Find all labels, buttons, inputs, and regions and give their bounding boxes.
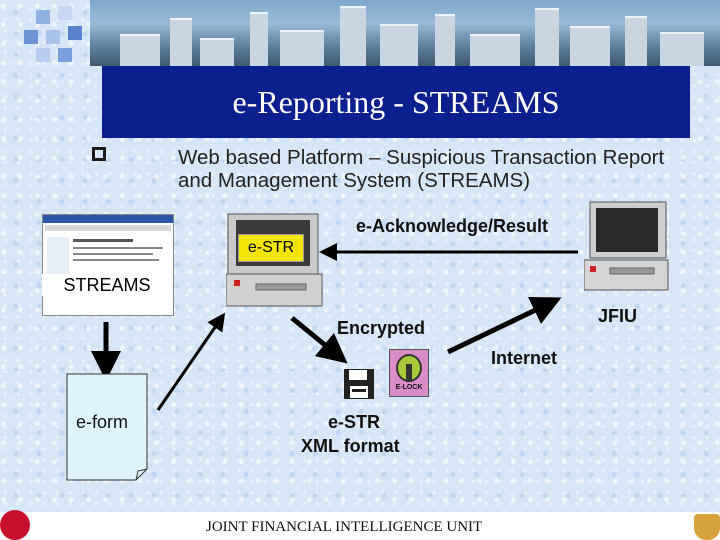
floppy-disk-icon: [344, 369, 374, 399]
encrypted-label: Encrypted: [337, 318, 426, 338]
estr-xml-line1: e-STR: [328, 412, 381, 432]
streams-label: STREAMS: [42, 274, 172, 296]
streams-screenshot: [42, 214, 174, 316]
computer-to-encrypt-arrow: [290, 316, 348, 364]
footer-text: JOINT FINANCIAL INTELLIGENCE UNIT: [206, 519, 483, 535]
e-lock-label: E-LOCK: [395, 384, 423, 391]
hk-emblem-icon: [0, 510, 30, 540]
slide-title: e-Reporting - STREAMS: [232, 84, 560, 120]
bullet-text: Web based Platform – Suspicious Transact…: [178, 146, 665, 192]
corner-pattern: [24, 6, 82, 62]
ack-label: e-Acknowledge/Result: [356, 216, 549, 236]
footer-bar: [0, 512, 720, 540]
estr-xml-line2: XML format: [301, 436, 400, 456]
bullet-square-icon: [92, 147, 106, 161]
internet-label: Internet: [491, 348, 558, 368]
eform-document: [66, 373, 148, 481]
e-lock-icon: E-LOCK: [389, 349, 429, 397]
estr-box: e-STR: [238, 234, 304, 262]
eform-to-computer-arrow: [156, 312, 226, 411]
internet-to-jfiu-arrow: [446, 296, 562, 355]
banner-skyline-image: [90, 0, 720, 66]
eform-label: e-form: [76, 412, 129, 432]
title-bar: [102, 66, 690, 138]
police-crest-icon: [694, 514, 720, 540]
monitor-icon: [584, 201, 669, 291]
jfiu-label: JFIU: [598, 306, 638, 326]
